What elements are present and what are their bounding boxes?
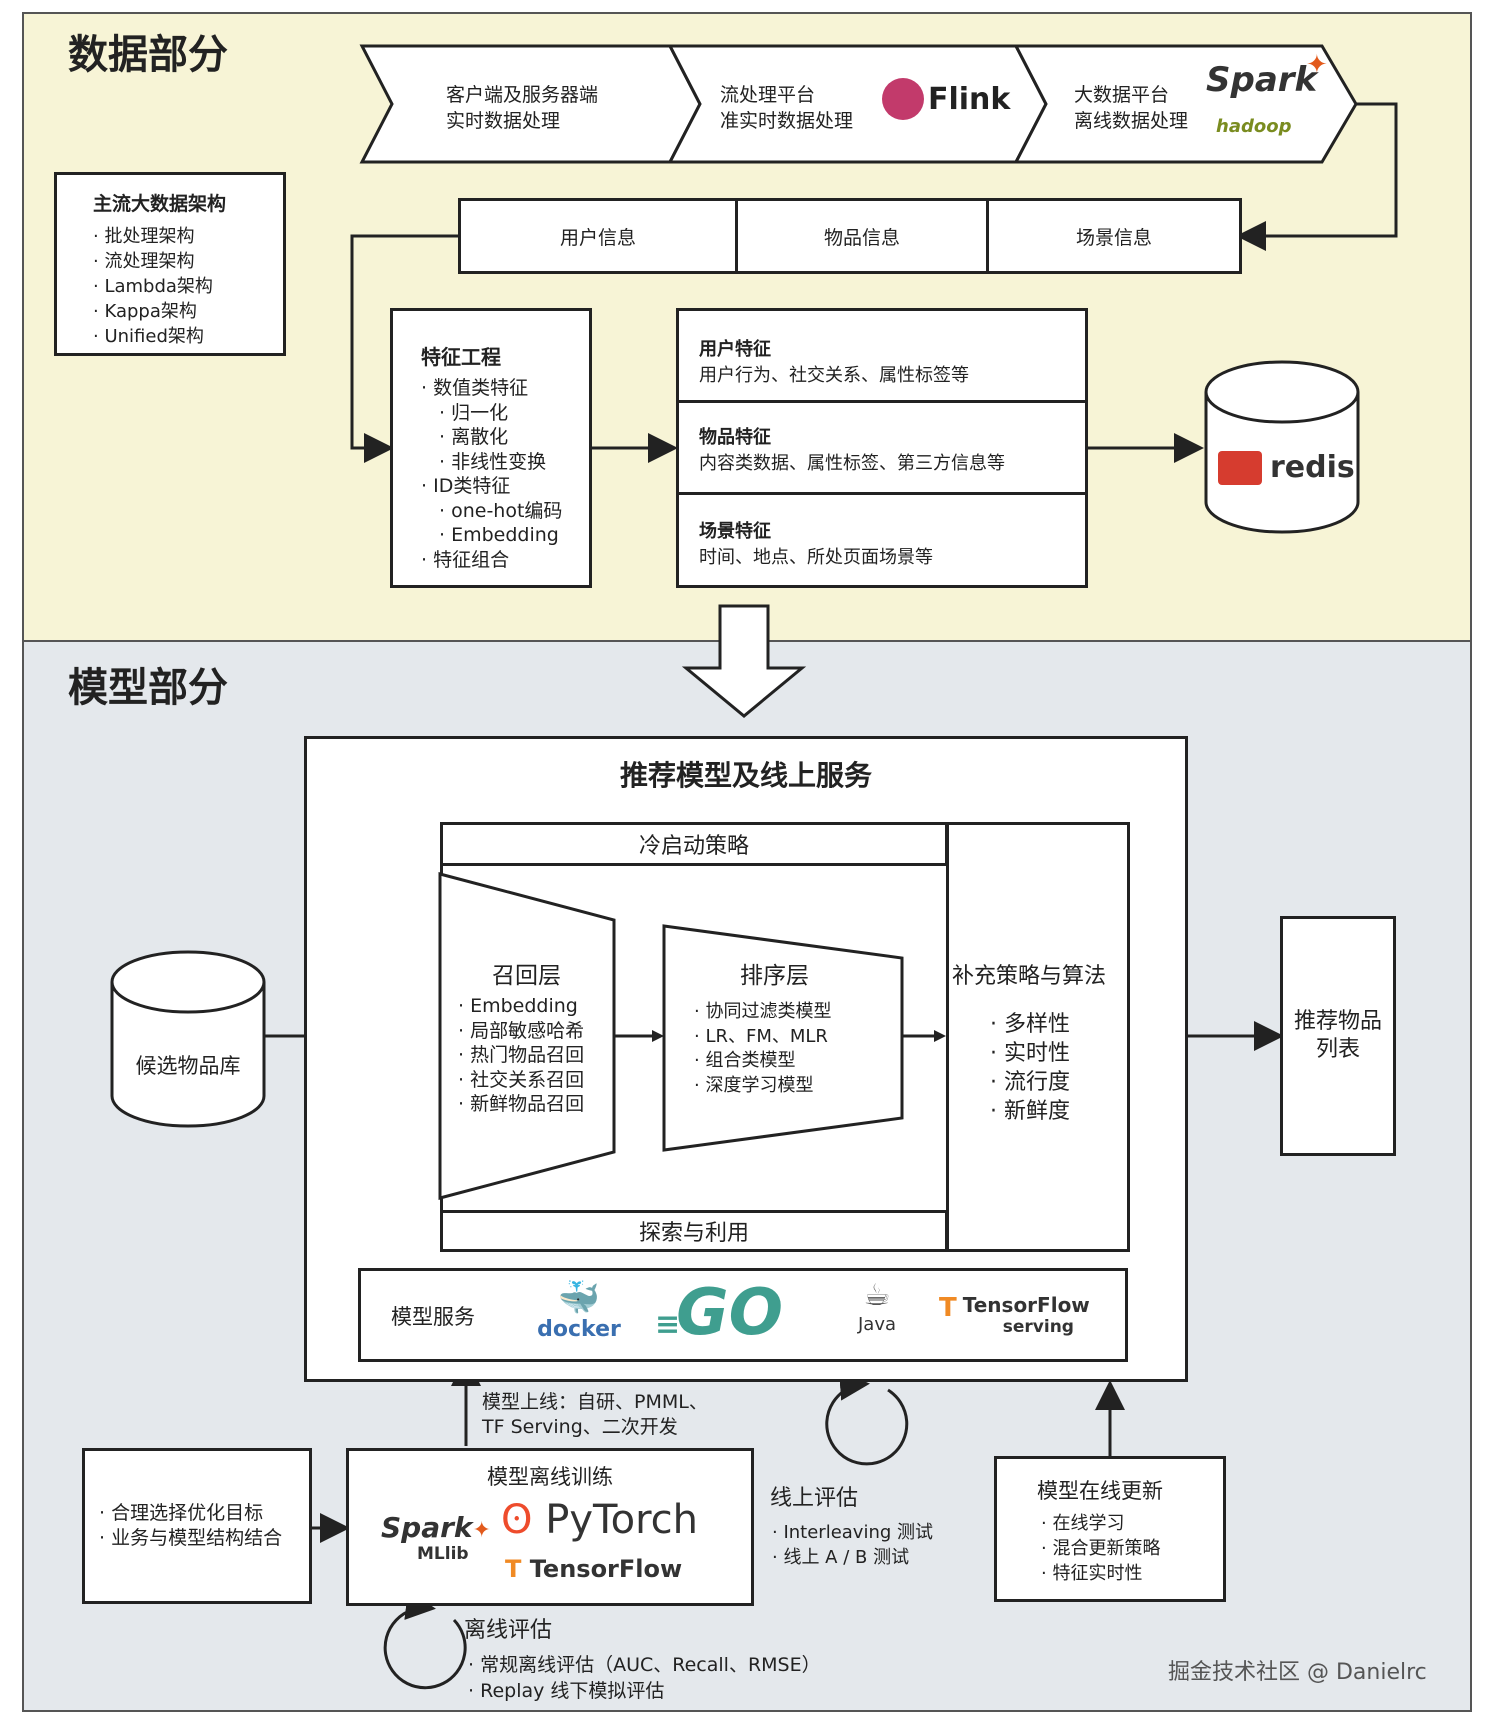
info-row: 用户信息 物品信息 场景信息 bbox=[458, 198, 1242, 274]
feature-engineering-box: 特征工程 · 数值类特征 · 归一化 · 离散化 · 非线性变换 · ID类特征… bbox=[390, 308, 592, 588]
offline-training-title: 模型离线训练 bbox=[487, 1465, 613, 1489]
down-arrow bbox=[681, 604, 807, 718]
item-features: 物品特征 内容类数据、属性标签、第三方信息等 bbox=[679, 403, 1085, 495]
supplement-box bbox=[946, 822, 1130, 1252]
scene-features: 场景特征 时间、地点、所处页面场景等 bbox=[699, 521, 933, 568]
whale-icon: 🐳 bbox=[557, 1278, 601, 1318]
user-info: 用户信息 bbox=[461, 201, 738, 271]
serving-box: 模型服务 🐳 docker ≡GO ☕ Java T TensorFlow se… bbox=[358, 1268, 1128, 1362]
tensorflow-icon: T bbox=[505, 1555, 522, 1583]
redis-icon bbox=[1218, 450, 1262, 485]
pipeline-realtime: 客户端及服务器端 实时数据处理 bbox=[446, 84, 599, 132]
watermark: 掘金技术社区 @ Danielrc bbox=[1168, 1660, 1427, 1685]
candidate-label: 候选物品库 bbox=[135, 1054, 241, 1078]
go-logo: ≡GO bbox=[655, 1276, 784, 1350]
online-eval-title: 线上评估 bbox=[770, 1486, 859, 1511]
architecture-title: 主流大数据架构 bbox=[93, 193, 227, 215]
architecture-box: 主流大数据架构 批处理架构 流处理架构 Lambda架构 Kappa架构 Uni… bbox=[54, 172, 286, 356]
online-eval-list: Interleaving 测试 线上 A / B 测试 bbox=[772, 1520, 933, 1570]
recall-list: Embedding 局部敏感哈希 热门物品召回 社交关系召回 新鲜物品召回 bbox=[458, 994, 584, 1117]
star-icon: ✦ bbox=[1306, 50, 1328, 80]
supplement-list: 多样性 实时性 流行度 新鲜度 bbox=[990, 1010, 1070, 1126]
explore-box: 探索与利用 bbox=[440, 1210, 948, 1252]
serving-label: 模型服务 bbox=[391, 1305, 475, 1329]
tf-serving-logo: T TensorFlow serving bbox=[939, 1293, 1090, 1337]
online-update-box: 模型在线更新 在线学习 混合更新策略 特征实时性 bbox=[994, 1456, 1226, 1602]
features-box: 用户特征 用户行为、社交关系、属性标签等 物品特征 内容类数据、属性标签、第三方… bbox=[676, 308, 1088, 588]
goals-list: 合理选择优化目标 业务与模型结构结合 bbox=[99, 1501, 309, 1551]
spark-logo: Spark bbox=[1206, 60, 1318, 100]
pytorch-icon: ʘ bbox=[501, 1497, 533, 1543]
feature-engineering-list: · 数值类特征 · 归一化 · 离散化 · 非线性变换 · ID类特征 · on… bbox=[421, 377, 563, 571]
rank-list: 协同过滤类模型 LR、FM、MLR 组合类模型 深度学习模型 bbox=[694, 1000, 831, 1098]
offline-eval-list: 常规离线评估（AUC、Recall、RMSE） Replay 线下模拟评估 bbox=[468, 1652, 821, 1704]
pipeline-chevron-3 bbox=[1013, 44, 1358, 164]
hadoop-logo: hadoop bbox=[1216, 116, 1292, 137]
pipeline-batch: 大数据平台 离线数据处理 bbox=[1074, 84, 1189, 132]
squirrel-icon bbox=[882, 78, 924, 120]
goals-box: 合理选择优化目标 业务与模型结构结合 bbox=[82, 1448, 312, 1604]
flink-logo: Flink bbox=[882, 78, 1010, 120]
item-info: 物品信息 bbox=[738, 201, 989, 271]
data-section-title: 数据部分 bbox=[68, 32, 228, 78]
pipeline-stream: 流处理平台 准实时数据处理 bbox=[720, 84, 854, 132]
recall-title: 召回层 bbox=[492, 963, 561, 989]
coffee-icon: ☕ bbox=[863, 1278, 891, 1313]
service-title: 推荐模型及线上服务 bbox=[619, 759, 872, 792]
deploy-note: 模型上线：自研、PMML、 TF Serving、二次开发 bbox=[482, 1391, 708, 1438]
online-update-list: 在线学习 混合更新策略 特征实时性 bbox=[1041, 1511, 1223, 1586]
spark-mllib-logo: Spark✦ MLlib bbox=[381, 1511, 491, 1564]
pytorch-logo: ʘ PyTorch bbox=[501, 1497, 699, 1543]
feature-engineering-title: 特征工程 bbox=[421, 345, 501, 369]
cold-start-box: 冷启动策略 bbox=[440, 822, 948, 866]
architecture-list: 批处理架构 流处理架构 Lambda架构 Kappa架构 Unified架构 bbox=[93, 224, 283, 349]
online-update-title: 模型在线更新 bbox=[1037, 1479, 1163, 1503]
rank-title: 排序层 bbox=[740, 963, 809, 989]
java-logo: ☕ Java bbox=[855, 1279, 899, 1337]
offline-eval-title: 离线评估 bbox=[464, 1618, 553, 1643]
tensorflow-logo: T TensorFlow bbox=[505, 1555, 683, 1583]
redis-cylinder bbox=[1204, 360, 1360, 534]
user-features: 用户特征 用户行为、社交关系、属性标签等 bbox=[679, 311, 1085, 403]
redis-logo: redis bbox=[1218, 450, 1355, 485]
docker-logo: 🐳 docker bbox=[529, 1279, 629, 1343]
supplement-title: 补充策略与算法 bbox=[952, 964, 1107, 989]
output-box: 推荐物品 列表 bbox=[1280, 916, 1396, 1156]
offline-training-box: 模型离线训练 Spark✦ MLlib ʘ PyTorch T TensorFl… bbox=[346, 1448, 754, 1606]
scene-info: 场景信息 bbox=[1075, 226, 1152, 249]
model-section-title: 模型部分 bbox=[68, 665, 228, 711]
candidate-cylinder bbox=[110, 950, 266, 1128]
tensorflow-icon: T bbox=[939, 1293, 957, 1323]
